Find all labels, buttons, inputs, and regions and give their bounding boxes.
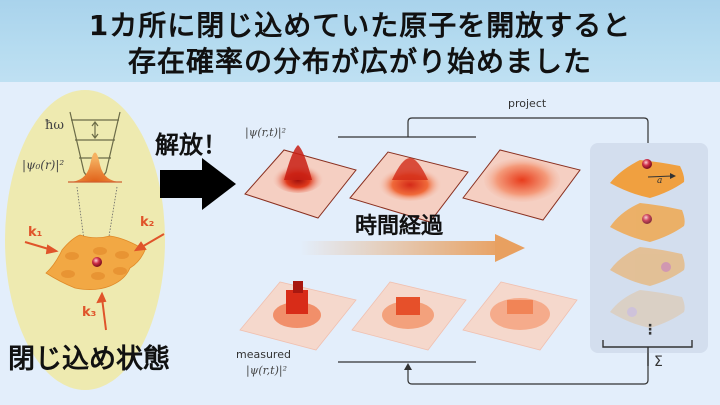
ellipsis-icon: ⋮ — [643, 322, 657, 338]
atom-icon — [92, 257, 102, 267]
psi-t-label-top: |ψ(r,t)|² — [245, 126, 286, 139]
continuous-distribution-3 — [462, 149, 581, 221]
psi-t-label-bottom: |ψ(r,t)|² — [246, 364, 287, 377]
time-arrow-icon — [495, 234, 525, 262]
measured-label: measured — [236, 348, 291, 361]
title-line-1: 1カ所に閉じ込めていた原子を開放すると — [88, 9, 632, 42]
sum-bracket — [602, 340, 693, 366]
release-arrow-icon — [160, 158, 236, 210]
psi0-label: |ψ₀(r)|² — [22, 158, 65, 172]
continuous-distribution-1 — [244, 145, 357, 219]
measured-distribution-2 — [351, 281, 467, 351]
measured-distribution-3 — [462, 281, 578, 351]
ground-state-gaussian-icon — [68, 152, 122, 182]
k2-label: k₂ — [140, 215, 155, 230]
release-label: 解放！ — [155, 131, 227, 159]
hbar-omega-label: ħω — [45, 118, 64, 133]
k1-label: k₁ — [28, 225, 43, 240]
k3-label: k₃ — [82, 305, 97, 320]
snapshot-lattice-3 — [610, 247, 685, 286]
trapped-state-caption: 閉じ込め状態 — [8, 344, 170, 375]
snapshot-lattice-4 — [610, 290, 685, 328]
snapshot-panel — [590, 143, 708, 353]
project-label: project — [508, 97, 547, 110]
time-elapsed-label: 時間経過 — [355, 214, 444, 239]
project-bracket — [338, 117, 649, 148]
snapshot-lattice-2 — [610, 203, 685, 242]
lattice-spacing-label: a — [657, 176, 663, 186]
title-line-2: 存在確率の分布が広がり始めました — [127, 45, 592, 78]
sum-symbol: Σ — [654, 354, 663, 370]
continuous-distribution-2 — [349, 151, 469, 223]
measured-distribution-1 — [239, 281, 357, 351]
laser-beam-arrows — [24, 233, 165, 331]
measured-bracket — [338, 346, 649, 385]
snapshot-lattice-1 — [610, 159, 685, 198]
title-banner: 1カ所に閉じ込めていた原子を開放すると 存在確率の分布が広がり始めました — [0, 0, 720, 82]
